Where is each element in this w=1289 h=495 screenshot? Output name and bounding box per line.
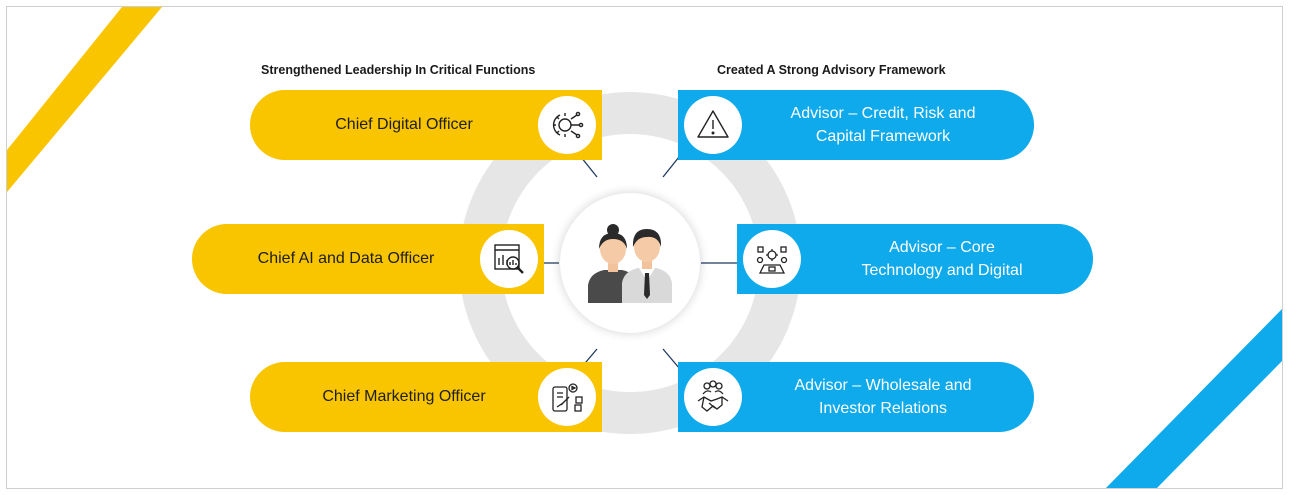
pill-label: Advisor – Credit, Risk and Capital Frame… (752, 102, 1034, 148)
icon-holder (684, 368, 742, 426)
warning-icon (697, 110, 729, 138)
right-heading: Created A Strong Advisory Framework (717, 63, 946, 77)
left-heading: Strengthened Leadership In Critical Func… (261, 63, 536, 77)
diagram-frame: Strengthened Leadership In Critical Func… (6, 6, 1283, 489)
pill-chief-marketing-officer: Chief Marketing Officer (250, 362, 602, 432)
pill-advisor-credit-risk: Advisor – Credit, Risk and Capital Frame… (678, 90, 1034, 160)
icon-holder (538, 368, 596, 426)
pill-label-line1: Advisor – Wholesale and (794, 376, 972, 394)
blue-stripe (1105, 309, 1282, 488)
pill-advisor-wholesale-investor: Advisor – Wholesale and Investor Relatio… (678, 362, 1034, 432)
yellow-stripe (7, 7, 162, 192)
icon-holder (743, 230, 801, 288)
pill-label-line2: Investor Relations (818, 400, 948, 417)
icon-holder (480, 230, 538, 288)
pill-label: Chief AI and Data Officer (257, 250, 435, 268)
handshake-icon (697, 380, 729, 412)
pill-label: Chief Marketing Officer (322, 388, 486, 406)
pill-label: Advisor – Core Technology and Digital (811, 236, 1093, 282)
pill-label-line1: Advisor – Core (889, 238, 995, 256)
digital-gear-icon (552, 111, 584, 139)
data-analytics-icon (494, 244, 524, 274)
icon-holder (684, 96, 742, 154)
pill-advisor-core-technology: Advisor – Core Technology and Digital (737, 224, 1093, 294)
pill-label: Advisor – Wholesale and Investor Relatio… (752, 374, 1034, 420)
technology-icon (756, 246, 788, 274)
center-circle (560, 193, 700, 333)
pill-chief-digital-officer: Chief Digital Officer (250, 90, 602, 160)
pill-label-line2: Capital Framework (815, 128, 951, 145)
pill-label-line1: Advisor – Credit, Risk and (790, 104, 976, 122)
pill-label-line2: Technology and Digital (861, 262, 1023, 279)
icon-holder (538, 96, 596, 154)
people-icon (588, 224, 672, 303)
pill-chief-ai-data-officer: Chief AI and Data Officer (192, 224, 544, 294)
pill-label: Chief Digital Officer (335, 116, 473, 134)
marketing-icon (552, 383, 583, 412)
